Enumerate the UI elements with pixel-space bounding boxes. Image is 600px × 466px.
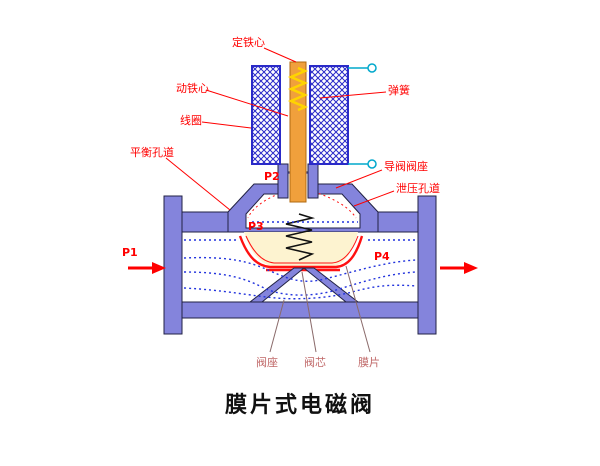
flow-arrow-right-head bbox=[464, 262, 478, 274]
label-moving-core: 动铁心 bbox=[176, 82, 209, 95]
terminal-bottom-icon bbox=[367, 159, 377, 169]
relief-path-right bbox=[313, 191, 357, 219]
leader-valve-seat bbox=[269, 299, 285, 353]
left-flange bbox=[163, 195, 183, 335]
terminal-top-icon bbox=[367, 63, 377, 73]
leader-relief-channel bbox=[353, 190, 395, 207]
label-balance-channel: 平衡孔道 bbox=[130, 145, 174, 159]
diaphragm-inner-line bbox=[245, 235, 359, 264]
relief-path-left bbox=[247, 191, 285, 219]
main-spring bbox=[285, 213, 316, 261]
label-coil: 线圈 bbox=[180, 113, 202, 127]
label-valve-core: 阀芯 bbox=[304, 355, 326, 369]
pipe-top-wall-right bbox=[377, 211, 419, 233]
leader-spring bbox=[319, 91, 387, 99]
pipe-bottom-wall bbox=[181, 301, 419, 319]
bonnet-chamber bbox=[245, 193, 361, 229]
coil-right bbox=[309, 65, 349, 165]
label-spring: 弹簧 bbox=[388, 83, 410, 97]
label-fixed-core: 定铁心 bbox=[232, 35, 265, 49]
leader-balance-channel bbox=[165, 157, 231, 211]
diaphragm-chamber-fill bbox=[244, 232, 358, 266]
flow-arrow-left-head bbox=[152, 262, 166, 274]
label-p4: P4 bbox=[374, 250, 390, 263]
plunger-guide-left bbox=[277, 163, 289, 199]
label-diaphragm: 膜片 bbox=[358, 356, 380, 369]
leader-fixed-core bbox=[263, 47, 297, 63]
pilot-spring bbox=[287, 66, 309, 112]
label-valve-seat: 阀座 bbox=[256, 355, 278, 369]
leader-moving-core bbox=[205, 89, 289, 117]
pipe-top-wall-left bbox=[181, 211, 229, 233]
leader-pilot-valve-seat bbox=[335, 169, 383, 189]
plunger-guide-right bbox=[307, 163, 319, 199]
flow-line-b bbox=[183, 271, 417, 296]
flow-line-a bbox=[183, 256, 417, 282]
leader-coil bbox=[201, 121, 252, 129]
label-p3: P3 bbox=[248, 220, 264, 233]
flow-line-c bbox=[183, 284, 417, 300]
diagram-title: 膜片式电磁阀 bbox=[225, 392, 375, 418]
coil-left bbox=[251, 65, 281, 165]
leader-diaphragm bbox=[345, 265, 371, 353]
label-relief-channel: 泄压孔道 bbox=[396, 181, 440, 195]
label-pilot-valve-seat: 导阀阀座 bbox=[384, 159, 428, 173]
diaphragm bbox=[238, 235, 364, 269]
label-p2: P2 bbox=[264, 170, 280, 183]
right-flange bbox=[417, 195, 437, 335]
label-p1: P1 bbox=[122, 246, 138, 259]
leader-valve-core bbox=[301, 271, 317, 353]
